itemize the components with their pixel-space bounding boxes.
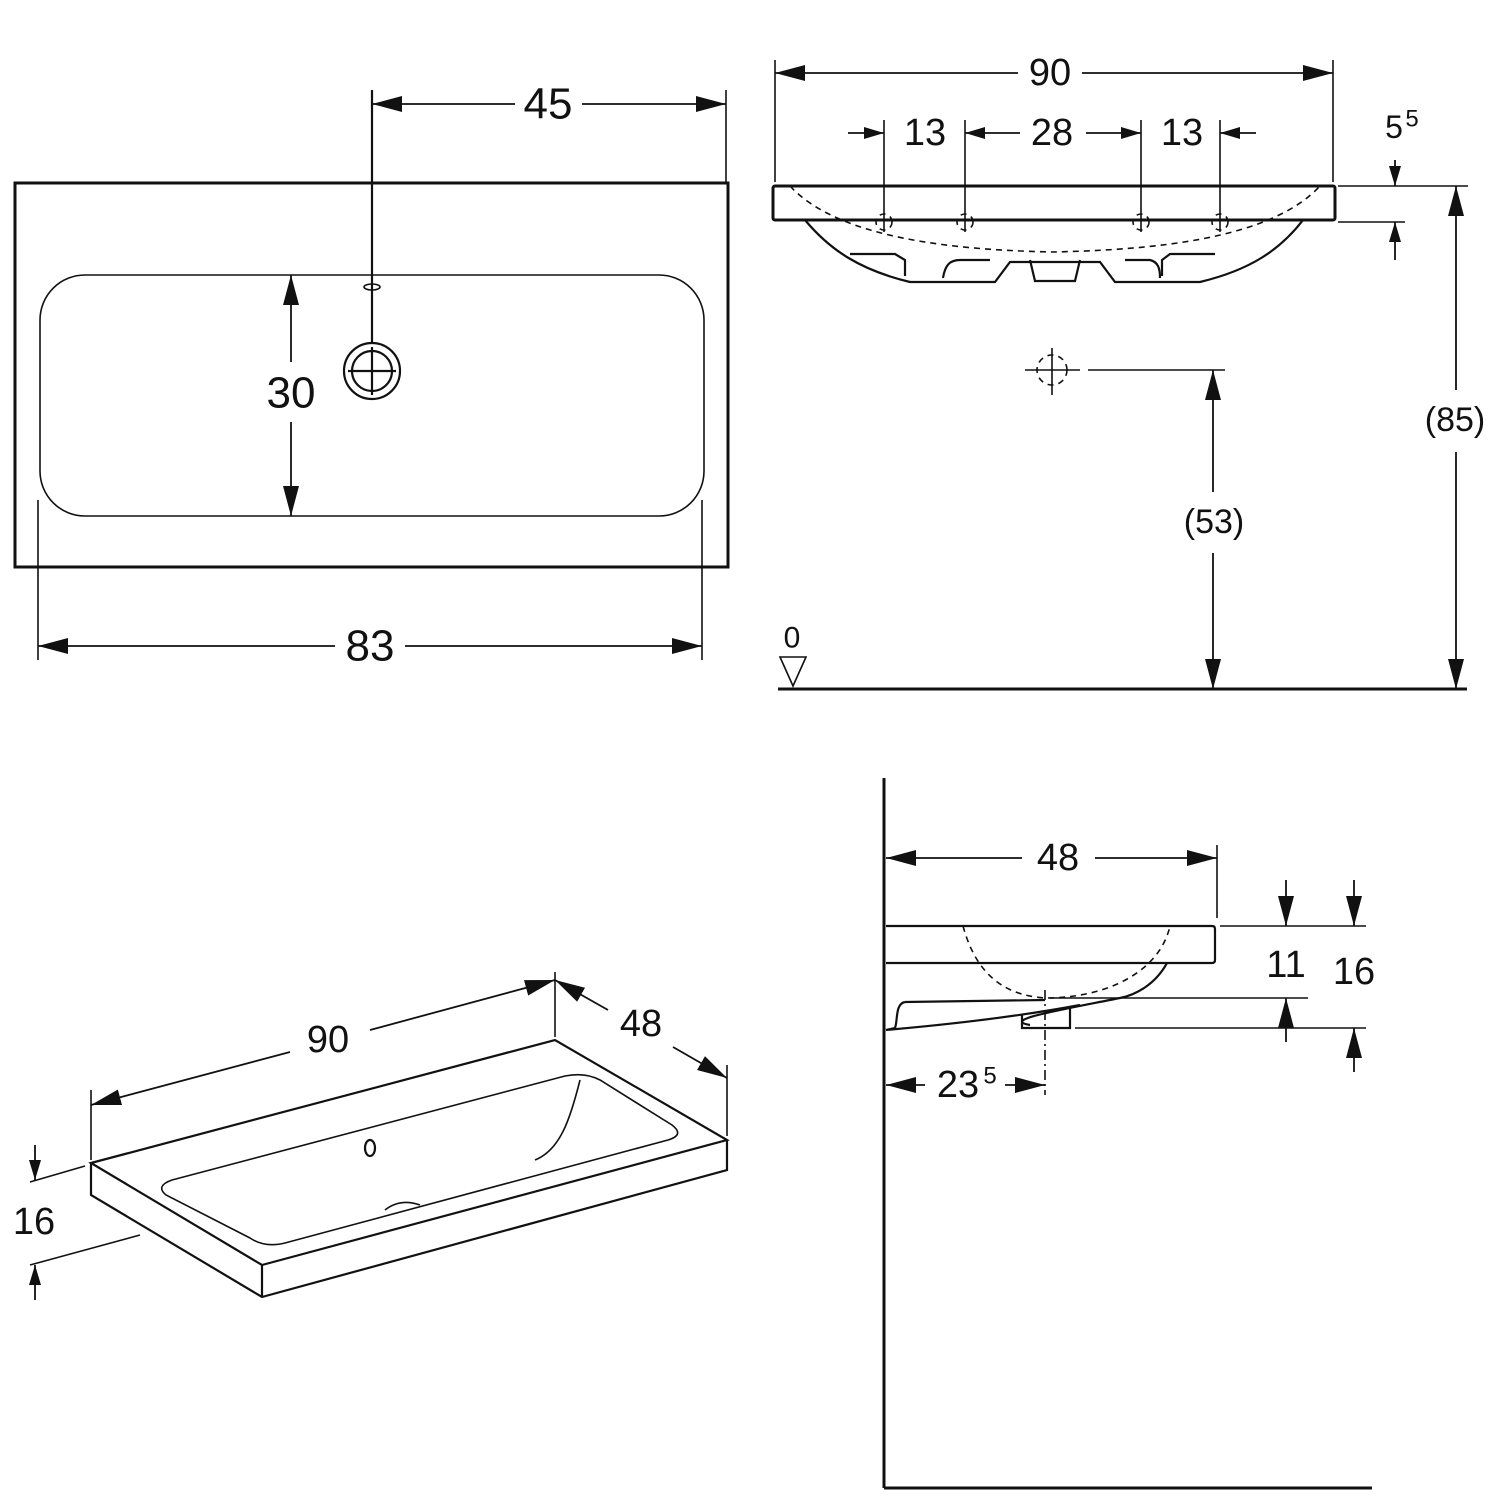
dim-5-5: 5 — [1385, 109, 1403, 145]
dim-48-side: 48 — [1037, 837, 1079, 879]
dim-11: 11 — [1266, 944, 1305, 986]
iso-drain-icon — [363, 1138, 377, 1158]
dim-23-5: 23 — [937, 1064, 979, 1106]
dim-48-iso: 48 — [620, 1003, 662, 1045]
side-slab — [886, 924, 1217, 965]
dim-5-5-superscript: 5 — [1405, 106, 1418, 133]
dim-13-left: 13 — [904, 112, 946, 154]
dim-83: 83 — [346, 622, 395, 671]
dim-16-side: 16 — [1333, 951, 1375, 993]
front-view: 90 13 28 13 5 5 (85) (53) — [771, 52, 1485, 691]
tap-holes — [875, 213, 1229, 231]
floor-level-label: 0 — [784, 622, 801, 655]
iso-bowl — [160, 1073, 679, 1246]
dim-45: 45 — [524, 80, 573, 129]
bowl-underside — [804, 219, 1304, 284]
level-marker-icon — [778, 656, 808, 688]
dim-23-5-superscript: 5 — [983, 1063, 996, 1090]
iso-top-face — [88, 1038, 730, 1267]
basin-rim — [771, 184, 1337, 222]
dim-53: (53) — [1184, 503, 1244, 541]
drain-icon — [342, 341, 402, 401]
dim-16-iso: 16 — [13, 1201, 55, 1243]
dim-90-front: 90 — [1029, 52, 1071, 94]
top-view: 45 30 83 — [13, 80, 730, 671]
dim-13-right: 13 — [1161, 112, 1203, 154]
waste-outlet-icon — [1025, 348, 1080, 395]
dim-85: (85) — [1425, 401, 1485, 439]
iso-view: 90 48 16 — [13, 972, 730, 1300]
dim-90-iso: 90 — [307, 1019, 349, 1061]
dim-30: 30 — [267, 369, 316, 418]
dim-28: 28 — [1031, 112, 1073, 154]
side-view: 48 11 16 23 5 — [882, 778, 1375, 1490]
